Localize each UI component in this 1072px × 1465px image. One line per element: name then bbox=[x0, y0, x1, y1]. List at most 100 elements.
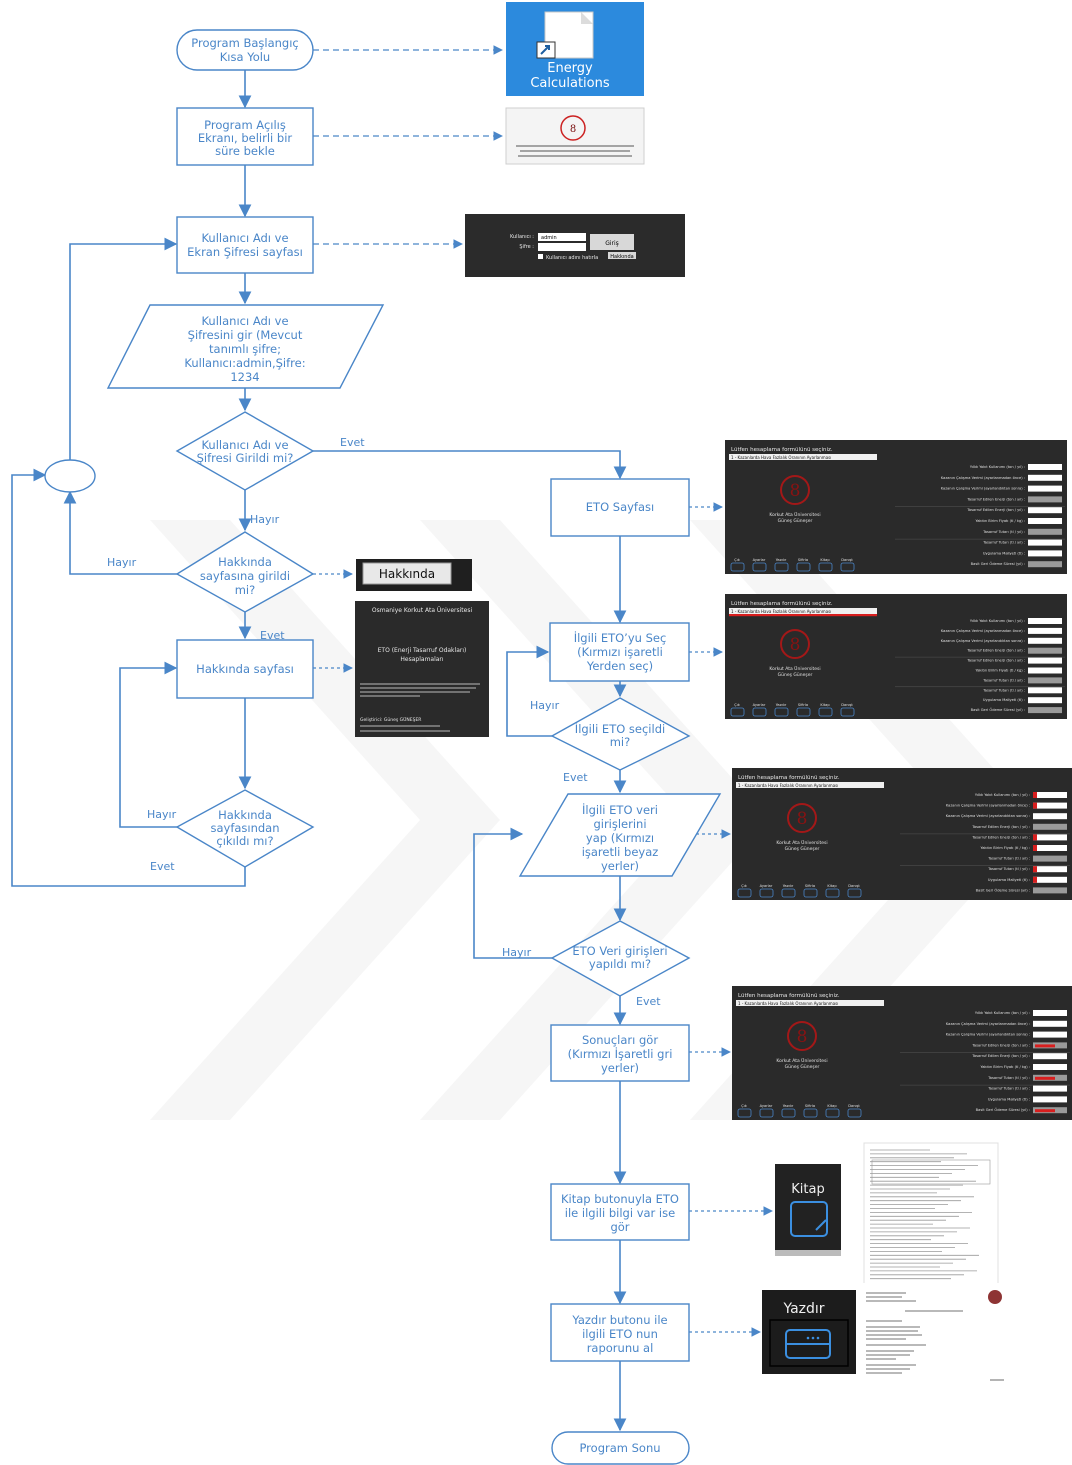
toolbar-button[interactable] bbox=[752, 562, 767, 572]
eto-field-input[interactable] bbox=[1033, 876, 1067, 883]
toolbar-button[interactable] bbox=[803, 1108, 818, 1118]
eto-field-input[interactable] bbox=[1028, 707, 1062, 714]
eto-field-input[interactable] bbox=[1028, 677, 1062, 684]
eto-field-input[interactable] bbox=[1033, 1085, 1067, 1092]
eto-field-input[interactable] bbox=[1028, 528, 1062, 535]
formula-select[interactable] bbox=[736, 782, 884, 788]
eto-field-input[interactable] bbox=[1028, 550, 1062, 557]
edge-label-evet: Evet bbox=[150, 860, 175, 873]
toolbar-button[interactable] bbox=[774, 707, 789, 717]
toolbar-button[interactable] bbox=[774, 562, 789, 572]
eto-field-input[interactable] bbox=[1033, 1064, 1067, 1070]
formula-select[interactable] bbox=[729, 454, 877, 460]
toolbar-label: Kitap bbox=[820, 558, 830, 562]
node-line: ETO Sayfası bbox=[586, 500, 654, 514]
toolbar-button[interactable] bbox=[796, 562, 811, 572]
eto-field-label: Yakıtın Birim Fiyatı (tl / kg) : bbox=[981, 846, 1031, 850]
node-line: Sonuçları gör bbox=[582, 1033, 658, 1047]
print-button-thumbnail: Yazdır bbox=[762, 1290, 856, 1374]
login-user-field[interactable] bbox=[538, 233, 586, 241]
eto-field-input[interactable] bbox=[1033, 792, 1067, 798]
eto-field-input[interactable] bbox=[1033, 855, 1067, 862]
toolbar-button[interactable] bbox=[847, 888, 862, 898]
toolbar-button[interactable] bbox=[737, 1108, 752, 1118]
svg-text:8: 8 bbox=[790, 481, 801, 501]
book-icon[interactable] bbox=[790, 1201, 828, 1237]
toolbar-label: Ayarlar bbox=[760, 884, 773, 888]
svg-text:8: 8 bbox=[790, 635, 801, 655]
toolbar-button[interactable] bbox=[752, 707, 767, 717]
eto-field-label: Kazanın Çalışma Verimi (ayarlanmadan önc… bbox=[946, 1022, 1030, 1026]
about-button-mini[interactable] bbox=[608, 252, 636, 259]
eto-field-input[interactable] bbox=[1028, 518, 1062, 524]
eto-field-input[interactable] bbox=[1028, 667, 1062, 674]
toolbar-button[interactable] bbox=[825, 1108, 840, 1118]
eto-field-input[interactable] bbox=[1033, 1010, 1067, 1016]
eto-header: Lütfen hesaplama formülünü seçiniz. bbox=[731, 447, 833, 453]
toolbar-button[interactable] bbox=[730, 707, 745, 717]
node-line: ile ilgili bilgi var ise bbox=[565, 1206, 675, 1220]
remember-checkbox[interactable] bbox=[538, 254, 543, 259]
eto-author: Güneş Güneşer bbox=[778, 518, 813, 524]
toolbar-button[interactable] bbox=[840, 562, 855, 572]
toolbar-button[interactable] bbox=[818, 707, 833, 717]
eto-field-input[interactable] bbox=[1028, 657, 1062, 664]
toolbar-button[interactable] bbox=[796, 707, 811, 717]
eto-field-input[interactable] bbox=[1033, 887, 1067, 894]
eto-field-input[interactable] bbox=[1028, 687, 1062, 694]
eto-field-input[interactable] bbox=[1028, 464, 1062, 470]
eto-field-label: Tasarruf Tutarı (tl / yıl) : bbox=[982, 688, 1025, 692]
eto-field-input[interactable] bbox=[1028, 647, 1062, 654]
node-line: İlgili ETO veri bbox=[582, 802, 658, 817]
eto-field-input[interactable] bbox=[1028, 618, 1062, 624]
eto-field-input[interactable] bbox=[1028, 507, 1062, 514]
eto-field-input[interactable] bbox=[1028, 496, 1062, 503]
toolbar-label: Ayarlar bbox=[753, 703, 766, 707]
eto-field-input[interactable] bbox=[1033, 813, 1067, 820]
eto-field-input[interactable] bbox=[1028, 474, 1062, 481]
toolbar-button[interactable] bbox=[781, 1108, 796, 1118]
eto-field-input[interactable] bbox=[1033, 1020, 1067, 1027]
eto-screen-thumbnail: Lütfen hesaplama formülünü seçiniz.1 - K… bbox=[725, 440, 1067, 574]
eto-field-input[interactable] bbox=[1028, 561, 1062, 568]
node-line: yerler) bbox=[601, 859, 639, 873]
toolbar-button[interactable] bbox=[847, 1108, 862, 1118]
toolbar-button[interactable] bbox=[781, 888, 796, 898]
node-line: mi? bbox=[610, 735, 631, 749]
eto-data-done-decision: ETO Veri girişleri yapıldı mı? bbox=[550, 920, 691, 997]
eto-field-input[interactable] bbox=[1033, 802, 1067, 809]
eto-field-input[interactable] bbox=[1033, 1096, 1067, 1103]
eto-field-input[interactable] bbox=[1028, 485, 1062, 492]
splash-thumbnail: 8 bbox=[505, 107, 645, 165]
toolbar-button[interactable] bbox=[840, 707, 855, 717]
eto-field-input[interactable] bbox=[1033, 845, 1067, 851]
eto-field-input[interactable] bbox=[1028, 637, 1062, 644]
eto-field-label: Uygulama Maliyeti (tl) : bbox=[983, 551, 1025, 555]
login-pass-field[interactable] bbox=[538, 243, 586, 251]
eto-field-input[interactable] bbox=[1033, 1031, 1067, 1038]
eto-author: Güneş Güneşer bbox=[785, 846, 820, 852]
toolbar-button[interactable] bbox=[737, 888, 752, 898]
edge-label-evet: Evet bbox=[636, 995, 661, 1008]
toolbar-button[interactable] bbox=[759, 1108, 774, 1118]
toolbar-button[interactable] bbox=[803, 888, 818, 898]
eto-field-input[interactable] bbox=[1033, 834, 1067, 841]
eto-field-input[interactable] bbox=[1028, 627, 1062, 634]
eto-field-input[interactable] bbox=[1033, 1053, 1067, 1060]
eto-field-input[interactable] bbox=[1028, 539, 1062, 546]
toolbar-button[interactable] bbox=[818, 562, 833, 572]
login-button[interactable] bbox=[590, 234, 634, 250]
about-button[interactable] bbox=[362, 562, 452, 585]
formula-select[interactable] bbox=[736, 1000, 884, 1006]
eto-field-label: Tasarruf Tutarı (tl / yıl) : bbox=[982, 541, 1025, 545]
eto-field-input[interactable] bbox=[1028, 697, 1062, 704]
formula-select[interactable] bbox=[729, 608, 877, 614]
toolbar-button[interactable] bbox=[825, 888, 840, 898]
login-user-value: admin bbox=[541, 235, 557, 241]
toolbar-button[interactable] bbox=[730, 562, 745, 572]
toolbar-button[interactable] bbox=[759, 888, 774, 898]
eto-field-label: Tasarruf Edilen Enerji (ton / yıl) : bbox=[971, 835, 1030, 839]
eto-field-input[interactable] bbox=[1033, 823, 1067, 830]
eto-field-input[interactable] bbox=[1033, 866, 1067, 873]
